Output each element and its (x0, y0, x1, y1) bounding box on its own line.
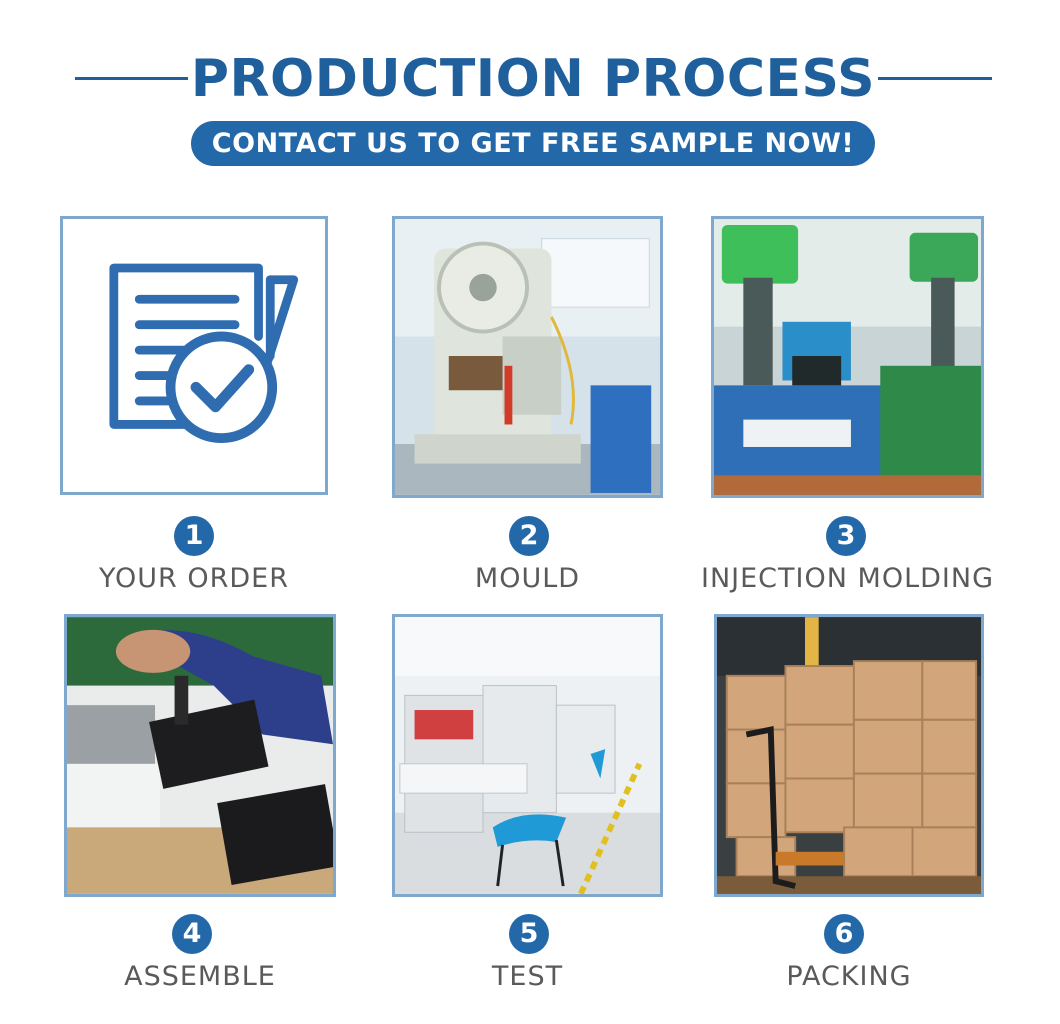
test-lab-image (395, 617, 660, 894)
step-4-label: ASSEMBLE (124, 961, 276, 992)
title-line-right (878, 77, 992, 80)
injection-molding-image (714, 219, 981, 495)
step-3-image (711, 216, 984, 498)
step-1-card (60, 216, 328, 495)
step-5-label: TEST (491, 961, 564, 992)
assemble-image (67, 617, 333, 894)
step-2-image (392, 216, 663, 498)
step-6-image (714, 614, 984, 897)
step-5-image (392, 614, 663, 897)
step-2-number: 2 (509, 516, 549, 556)
step-1-label: YOUR ORDER (99, 563, 289, 594)
packing-image (717, 617, 981, 894)
mould-press-image (395, 219, 660, 495)
step-6-number: 6 (824, 914, 864, 954)
step-6-label: PACKING (786, 961, 912, 992)
page-title: PRODUCTION PROCESS (190, 49, 876, 109)
title-row: PRODUCTION PROCESS (0, 46, 1060, 112)
step-3-number: 3 (826, 516, 866, 556)
order-document-check-icon (63, 219, 325, 492)
contact-banner[interactable]: CONTACT US TO GET FREE SAMPLE NOW! (191, 121, 875, 166)
step-5-number: 5 (509, 914, 549, 954)
step-4-image (64, 614, 336, 897)
step-4-number: 4 (172, 914, 212, 954)
step-3-label: INJECTION MOLDING (701, 563, 994, 594)
title-line-left (75, 77, 188, 80)
step-2-label: MOULD (474, 563, 581, 594)
step-1-number: 1 (174, 516, 214, 556)
